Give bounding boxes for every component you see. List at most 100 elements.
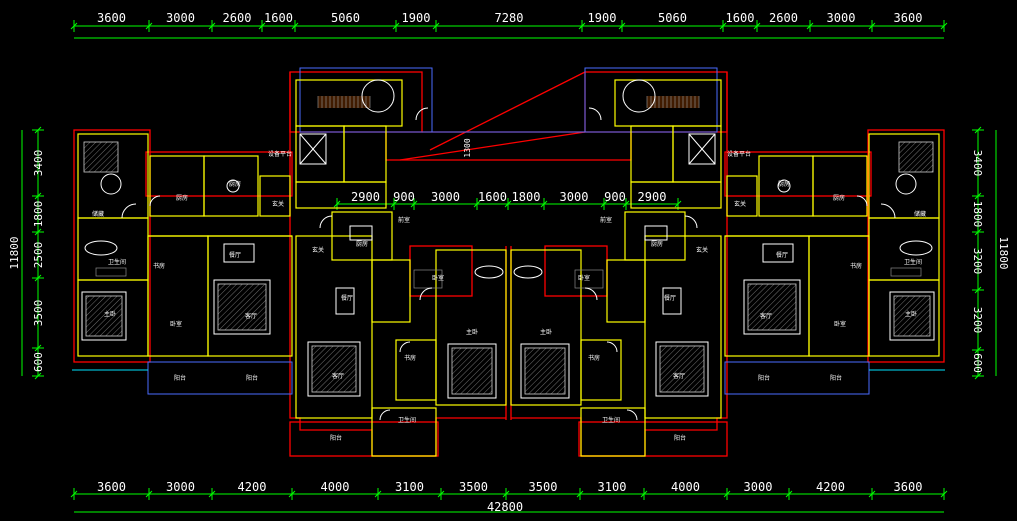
room-label-bath-mr: 卫生间 (602, 416, 620, 424)
top-dim-0: 3600 (97, 11, 126, 25)
top-dimension-labels: 3600 3000 2600 1600 5060 1900 7280 1900 5060 1600… (97, 11, 922, 25)
inner-dimension-chain (333, 198, 682, 210)
room-label-storage-r: 储藏 (914, 210, 926, 218)
room-label-study-l: 书房 (153, 262, 165, 270)
left-dim-0: 3400 (32, 150, 45, 177)
room-label-balcony-mr: 阳台 (674, 434, 686, 442)
left-dimension-chain (21, 126, 44, 380)
bottom-dim-6: 3500 (529, 480, 558, 494)
bottom-dim-8: 4000 (671, 480, 700, 494)
room-label-bath-ml: 卫生间 (398, 416, 416, 424)
room-label-balcony-r1: 阳台 (758, 374, 770, 382)
room-label-bath-r: 卫生间 (904, 258, 922, 266)
room-label-dining-ml: 餐厅 (341, 294, 353, 302)
room-label-dining-r: 厨房 (833, 194, 845, 202)
room-label-study-mr: 书房 (588, 354, 600, 362)
room-label-master-bed-l: 主卧 (104, 310, 116, 318)
inner-dim-0: 2900 (351, 190, 380, 204)
inner-dim-6: 900 (604, 190, 626, 204)
core-small-dimension: 1300 (463, 138, 472, 157)
room-label-balcony-l2: 阳台 (246, 374, 258, 382)
room-label-living-mr: 客厅 (673, 372, 685, 380)
right-dim-1: 1800 (971, 201, 984, 228)
room-label-dining2-l: 餐厅 (229, 251, 241, 259)
bottom-dim-9: 3000 (744, 480, 773, 494)
overall-width-dimension: 42800 (487, 500, 523, 514)
room-label-bed-l: 卧室 (170, 320, 182, 328)
room-label-living-l: 客厅 (245, 312, 257, 320)
left-dim-1: 1800 (32, 201, 45, 228)
room-label-living-r: 客厅 (760, 312, 772, 320)
right-dimension-chain (972, 126, 997, 380)
right-total-dimension: 11800 (997, 236, 1010, 269)
top-dim-7: 1900 (588, 11, 617, 25)
right-dim-4: 600 (971, 353, 984, 373)
inner-dim-1: 900 (393, 190, 415, 204)
bottom-dim-2: 4200 (238, 480, 267, 494)
room-label-dining-l: 厨房 (176, 194, 188, 202)
inner-dim-7: 2900 (638, 190, 667, 204)
building-outline (73, 71, 945, 457)
left-total-dimension: 11800 (8, 236, 21, 269)
right-dimension-labels: 3400 1800 3200 3200 600 (971, 150, 984, 373)
right-dim-2: 3200 (971, 248, 984, 275)
top-dim-2: 2600 (223, 11, 252, 25)
room-label-equip-l: 设备平台 (268, 150, 292, 158)
top-dim-8: 5060 (658, 11, 687, 25)
room-label-entry-r: 玄关 (734, 200, 746, 208)
bottom-dimension-chain (70, 488, 948, 513)
top-dim-6: 7280 (495, 11, 524, 25)
top-dimension-chain (70, 20, 948, 39)
room-label-master-ml: 主卧 (466, 328, 478, 336)
room-label-fire-r: 前室 (600, 216, 612, 224)
room-label-kitchen-l: 厨房 (229, 180, 241, 188)
room-label-bed-r: 卧室 (834, 320, 846, 328)
top-dim-4: 5060 (331, 11, 360, 25)
room-label-bed-ml: 卧室 (432, 274, 444, 282)
room-label-entry-l: 玄关 (272, 200, 284, 208)
door-swings (121, 107, 896, 421)
left-dimension-labels: 3400 1800 2500 3500 600 (32, 150, 45, 372)
bottom-dim-5: 3500 (459, 480, 488, 494)
window-lines (72, 67, 945, 395)
room-label-study-ml: 书房 (404, 354, 416, 362)
room-labels: 主卧 主卧 卧室 卧室 厨房 厨房 厨房 厨房 餐厅 餐厅 客厅 客厅 书房 书… (92, 150, 926, 442)
furniture (81, 141, 935, 399)
bottom-dim-3: 4000 (321, 480, 350, 494)
top-dim-9: 1600 (726, 11, 755, 25)
room-label-balcony-l1: 阳台 (174, 374, 186, 382)
room-label-dining2-r: 餐厅 (776, 251, 788, 259)
top-dim-5: 1900 (402, 11, 431, 25)
left-dim-4: 600 (32, 352, 45, 372)
room-label-dining-mr: 餐厅 (664, 294, 676, 302)
room-label-fire-l: 前室 (398, 216, 410, 224)
bottom-dim-1: 3000 (166, 480, 195, 494)
stair-right (622, 79, 700, 113)
room-label-storage-l: 储藏 (92, 210, 104, 218)
right-dim-0: 3400 (971, 150, 984, 177)
bottom-dim-4: 3100 (395, 480, 424, 494)
bottom-dim-10: 4200 (816, 480, 845, 494)
top-dim-11: 3000 (827, 11, 856, 25)
inner-dim-3: 1600 (478, 190, 507, 204)
left-dim-3: 3500 (32, 300, 45, 327)
elevator-left (299, 133, 327, 165)
room-label-entry-ml: 玄关 (312, 246, 324, 254)
bottom-dim-11: 3600 (894, 480, 923, 494)
room-label-kitchen-r: 厨房 (778, 180, 790, 188)
room-label-bed-mr: 卧室 (578, 274, 590, 282)
left-dim-2: 2500 (32, 242, 45, 269)
room-label-living-ml: 客厅 (332, 372, 344, 380)
top-dim-1: 3000 (166, 11, 195, 25)
bottom-dim-0: 3600 (97, 480, 126, 494)
room-label-bath-l: 卫生间 (108, 258, 126, 266)
right-dim-3: 3200 (971, 307, 984, 334)
inner-dim-4: 1800 (512, 190, 541, 204)
room-label-entry-mr: 玄关 (696, 246, 708, 254)
stair-left (317, 79, 395, 113)
top-dim-3: 1600 (264, 11, 293, 25)
room-label-study-r: 书房 (850, 262, 862, 270)
